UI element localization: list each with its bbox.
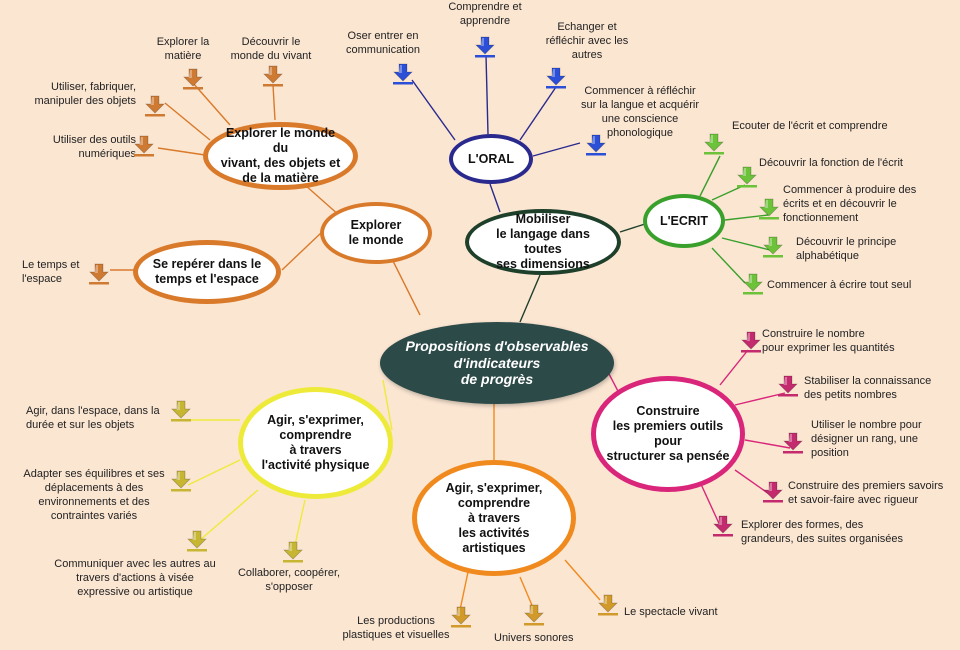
subtopic-principe: Découvrir le principe alphabétique xyxy=(796,236,897,263)
topic-explorer-monde: Explorer le monde xyxy=(320,202,432,264)
down-arrow-icon xyxy=(450,606,472,628)
connector-line xyxy=(382,379,393,431)
connector-line xyxy=(192,82,231,126)
connector-line xyxy=(619,223,646,233)
subtopic-temps-espace: Le temps et l'espace xyxy=(22,259,80,286)
subtopic-ecouter: Ecouter de l'écrit et comprendre xyxy=(732,120,888,132)
subtopic-equilibres: Adapter ses équilibres et ses déplacemen… xyxy=(23,468,165,523)
down-arrow-icon xyxy=(758,198,780,220)
connector-line xyxy=(564,559,601,601)
down-arrow-icon xyxy=(133,135,155,157)
central-topic: Propositions d'observables d'indicateurs… xyxy=(380,322,614,404)
topic-oral: L'ORAL xyxy=(449,134,533,184)
subtopic-fonction-ecrit: Découvrir la fonction de l'écrit xyxy=(759,157,903,169)
down-arrow-icon xyxy=(740,331,762,353)
topic-artistique: Agir, s'exprimer, comprendre à travers l… xyxy=(412,460,576,576)
subtopic-stabiliser: Stabiliser la connaissance des petits no… xyxy=(804,375,932,402)
down-arrow-icon xyxy=(597,594,619,616)
connector-line xyxy=(699,155,721,197)
connector-line xyxy=(519,274,541,323)
topic-mobiliser: Mobiliser le langage dans toutes ses dim… xyxy=(465,209,621,275)
connector-line xyxy=(485,54,489,135)
connector-line xyxy=(721,237,771,251)
down-arrow-icon xyxy=(282,541,304,563)
down-arrow-icon xyxy=(170,400,192,422)
connector-line xyxy=(157,147,206,156)
connector-line xyxy=(719,349,749,386)
down-arrow-icon xyxy=(523,604,545,626)
down-arrow-icon xyxy=(703,133,725,155)
topic-reperer: Se repérer dans le temps et l'espace xyxy=(133,240,281,304)
connector-line xyxy=(187,459,241,486)
subtopic-formes: Explorer des formes, des grandeurs, des … xyxy=(741,519,904,546)
subtopic-decouvrir-vivant: Découvrir le monde du vivant xyxy=(230,36,312,63)
subtopic-outils-numeriques: Utiliser des outils numériques xyxy=(52,134,136,161)
down-arrow-icon xyxy=(777,375,799,397)
subtopic-ecrire-seul: Commencer à écrire tout seul xyxy=(767,279,912,291)
down-arrow-icon xyxy=(182,68,204,90)
subtopic-echanger: Echanger et réfléchir avec les autres xyxy=(545,21,629,62)
subtopic-agir-espace: Agir, dans l'espace, dans la durée et su… xyxy=(26,405,160,432)
connector-line xyxy=(519,86,557,141)
topic-ecrit: L'ECRIT xyxy=(643,194,725,248)
down-arrow-icon xyxy=(762,236,784,258)
down-arrow-icon xyxy=(762,481,784,503)
subtopic-utiliser-objets: Utiliser, fabriquer, manipuler des objet… xyxy=(34,81,136,108)
connector-line xyxy=(164,102,211,141)
connector-line xyxy=(519,576,535,611)
connector-line xyxy=(294,499,306,546)
down-arrow-icon xyxy=(186,530,208,552)
down-arrow-icon xyxy=(88,263,110,285)
connector-line xyxy=(711,247,746,284)
down-arrow-icon xyxy=(585,134,607,156)
connector-line xyxy=(411,79,456,141)
down-arrow-icon xyxy=(170,470,192,492)
subtopic-rang: Utiliser le nombre pour désigner un rang… xyxy=(811,419,922,460)
subtopic-savoirs: Construire des premiers savoirs et savoi… xyxy=(788,480,944,507)
down-arrow-icon xyxy=(712,515,734,537)
subtopic-construire-nombre: Construire le nombre pour exprimer les q… xyxy=(762,328,895,355)
down-arrow-icon xyxy=(262,65,284,87)
connector-line xyxy=(734,392,786,406)
subtopic-comprendre-apprendre: Comprendre et apprendre xyxy=(448,1,522,28)
connector-line xyxy=(699,481,723,531)
down-arrow-icon xyxy=(144,95,166,117)
topic-construire: Construire les premiers outils pour stru… xyxy=(591,376,745,492)
subtopic-collaborer: Collaborer, coopérer, s'opposer xyxy=(237,567,341,594)
subtopic-productions: Les productions plastiques et visuelles xyxy=(342,615,450,642)
subtopic-communiquer: Communiquer avec les autres au travers d… xyxy=(54,558,216,599)
subtopic-spectacle: Le spectacle vivant xyxy=(624,606,718,618)
down-arrow-icon xyxy=(545,67,567,89)
connector-line xyxy=(389,254,421,316)
down-arrow-icon xyxy=(736,166,758,188)
connector-line xyxy=(489,183,501,213)
down-arrow-icon xyxy=(782,432,804,454)
topic-physique: Agir, s'exprimer, comprendre à travers l… xyxy=(238,387,393,499)
topic-explorer-vivant: Explorer le monde du vivant, des objets … xyxy=(203,122,358,190)
connector-line xyxy=(281,231,323,271)
subtopic-univers: Univers sonores xyxy=(494,632,574,644)
down-arrow-icon xyxy=(392,63,414,85)
connector-line xyxy=(724,214,769,221)
subtopic-conscience: Commencer à réfléchir sur la langue et a… xyxy=(580,85,699,140)
subtopic-produire-ecrits: Commencer à produire des écrits et en dé… xyxy=(783,184,917,225)
connector-line xyxy=(199,489,259,541)
connector-line xyxy=(459,571,469,611)
connector-line xyxy=(532,142,581,157)
subtopic-oser: Oser entrer en communication xyxy=(346,30,420,57)
connector-line xyxy=(744,439,791,449)
down-arrow-icon xyxy=(742,273,764,295)
subtopic-explorer-matiere: Explorer la matière xyxy=(156,36,210,63)
connector-line xyxy=(272,84,276,121)
down-arrow-icon xyxy=(474,36,496,58)
